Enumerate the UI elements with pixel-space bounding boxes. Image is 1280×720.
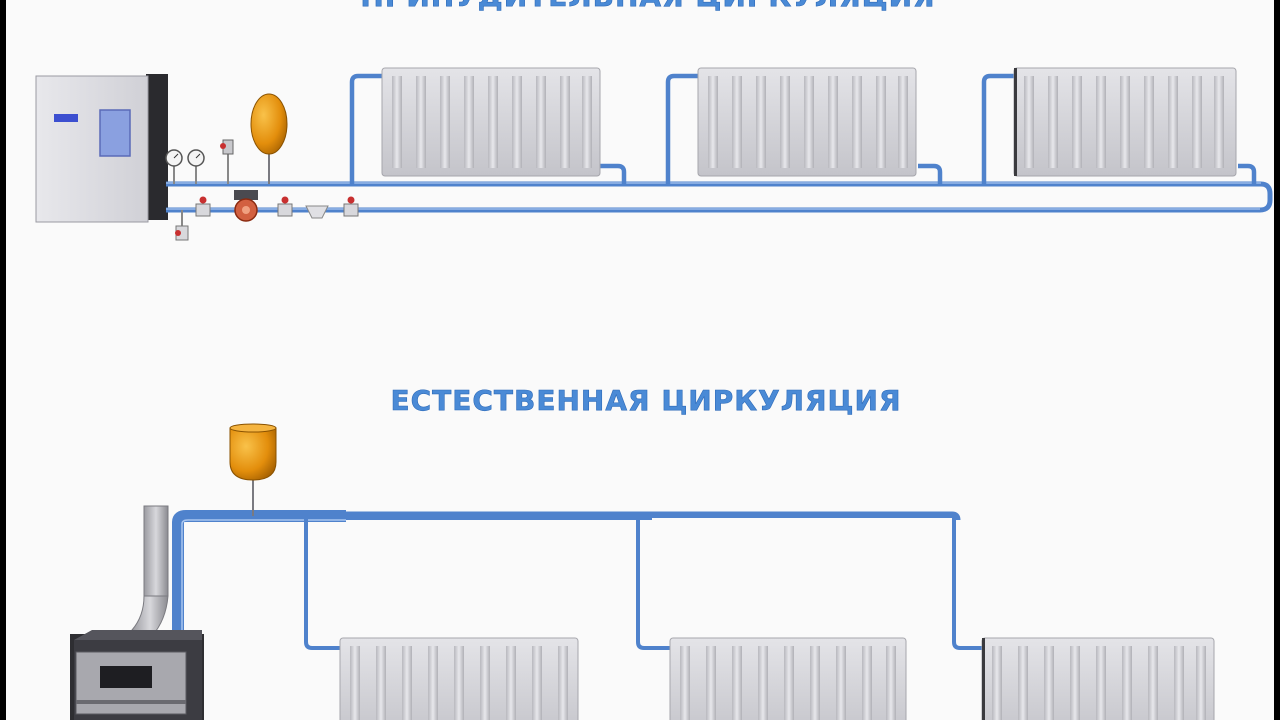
diagram-canvas: ПРИНУДИТЕЛЬНАЯ ЦИРКУЛЯЦИЯ ЕСТЕСТВЕННАЯ Ц… <box>6 0 1274 720</box>
expansion-tank-top-icon <box>250 93 288 184</box>
pressure-gauge-icon <box>165 149 183 184</box>
supply-return-pipe <box>166 181 1273 213</box>
radiator-bottom-2 <box>669 637 907 720</box>
circulation-pump-icon <box>234 190 258 222</box>
boiler-indicator-icon <box>54 114 78 122</box>
radiator-top-2 <box>697 67 917 177</box>
natural-circulation-title: ЕСТЕСТВЕННАЯ ЦИРКУЛЯЦИЯ <box>390 384 901 417</box>
air-vent-valve-icon <box>220 139 234 184</box>
chimney <box>131 505 169 637</box>
thermometer-gauge-icon <box>187 149 205 184</box>
boiler-door-icon <box>100 666 152 688</box>
wall-boiler <box>35 74 168 223</box>
main-supply-pipe <box>175 511 961 636</box>
valve-icon <box>343 196 359 217</box>
radiator-bottom-1 <box>339 637 579 720</box>
natural-circulation-scheme <box>70 423 1215 720</box>
floor-boiler <box>70 630 204 720</box>
valve-icon <box>195 196 211 217</box>
expansion-tank-bottom-icon <box>229 423 277 516</box>
filter-icon <box>305 205 329 219</box>
radiator-bottom-3 <box>981 637 1215 720</box>
forced-circulation-title: ПРИНУДИТЕЛЬНАЯ ЦИРКУЛЯЦИЯ <box>360 0 935 13</box>
heating-scheme-diagram: ПРИНУДИТЕЛЬНАЯ ЦИРКУЛЯЦИЯ ЕСТЕСТВЕННАЯ Ц… <box>35 0 1273 720</box>
radiator-top-1 <box>381 67 601 177</box>
valve-icon <box>277 196 293 217</box>
forced-circulation-scheme <box>35 67 1273 241</box>
boiler-display-icon <box>99 109 131 157</box>
radiator-top-3 <box>1013 67 1237 177</box>
drain-valve-icon <box>175 210 189 241</box>
